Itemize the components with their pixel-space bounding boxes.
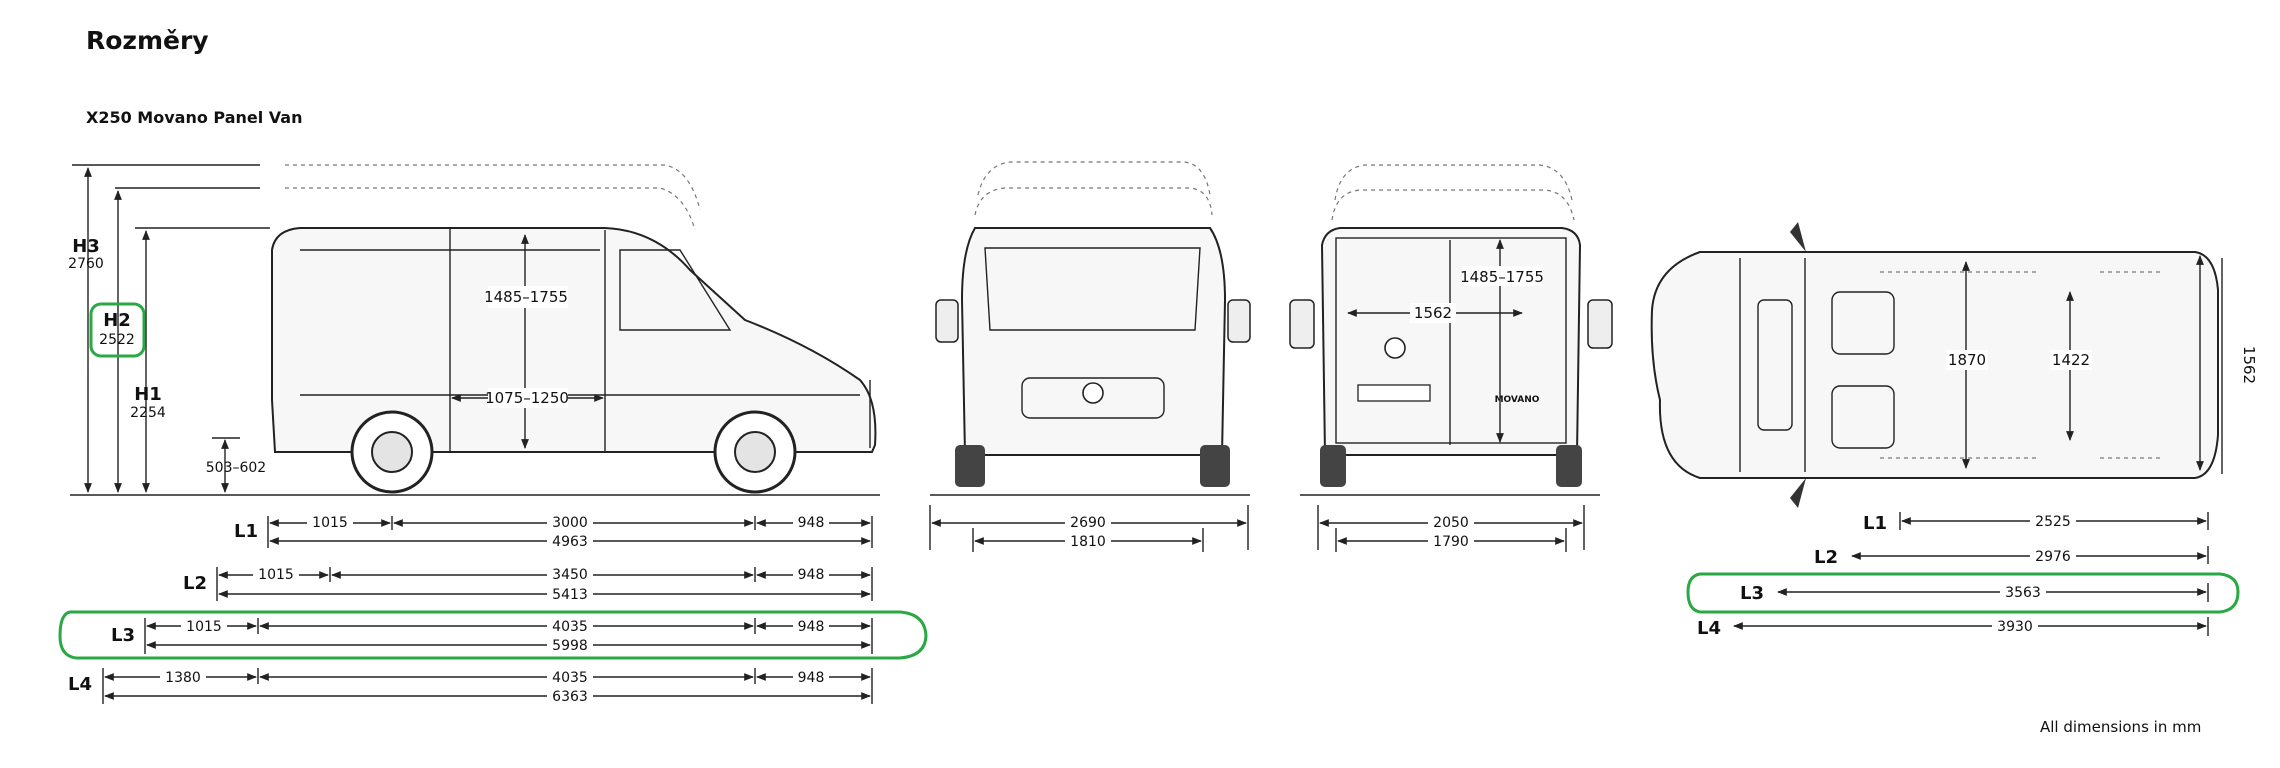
rear-door-height: 1485–1755 (1460, 268, 1544, 286)
top-length-row-l4: L4 3930 (1697, 616, 2209, 639)
svg-text:948: 948 (798, 567, 825, 583)
svg-text:1015: 1015 (186, 619, 222, 635)
svg-text:2976: 2976 (2035, 549, 2071, 565)
front-view: 2690 1810 (929, 161, 1251, 552)
page-subtitle: X250 Movano Panel Van (86, 108, 303, 127)
rear-width-bottom: 1790 (1433, 534, 1469, 550)
van-side-body (271, 227, 877, 453)
svg-text:1380: 1380 (165, 670, 201, 686)
length-row-l3: L3 1015 4035 948 5998 (58, 610, 928, 660)
rear-badge: MOVANO (1495, 395, 1540, 405)
svg-text:L3: L3 (1740, 583, 1764, 604)
svg-text:4035: 4035 (552, 619, 588, 635)
svg-text:L4: L4 (68, 674, 92, 695)
svg-text:L3: L3 (111, 625, 135, 646)
svg-text:L1: L1 (234, 521, 258, 542)
rear-width-top: 2050 (1433, 515, 1469, 531)
svg-text:1015: 1015 (258, 567, 294, 583)
svg-text:3450: 3450 (552, 567, 588, 583)
height-label-h2: H2 (103, 310, 131, 331)
ground-clearance: 503–602 (206, 460, 266, 476)
height-label-h1: H1 (134, 384, 162, 405)
svg-text:1015: 1015 (312, 515, 348, 531)
top-cargo-width: 1870 (1948, 351, 1986, 369)
rear-view: MOVANO 1485–1755 1562 2050 1790 (1289, 164, 1613, 552)
svg-text:3563: 3563 (2005, 585, 2041, 601)
front-width-top: 2690 (1070, 515, 1106, 531)
length-row-l4: L4 1380 4035 948 6363 (68, 667, 873, 705)
svg-text:948: 948 (798, 670, 825, 686)
svg-text:4963: 4963 (552, 534, 588, 550)
page-title: Rozměry (86, 26, 209, 55)
front-width-bottom: 1810 (1070, 534, 1106, 550)
top-view: 1870 1422 1562 L1 2525 L2 2976 L3 3563 L… (1650, 222, 2258, 639)
svg-text:948: 948 (798, 619, 825, 635)
side-view: H3 2760 H2 2522 H1 2254 503–602 1485–175… (58, 164, 928, 705)
top-length-row-l2: L2 2976 (1814, 546, 2209, 568)
cargo-height: 1485–1755 (484, 288, 568, 306)
height-value-h3: 2760 (68, 256, 104, 272)
top-length-row-l3: L3 3563 (1686, 572, 2240, 614)
height-value-h1: 2254 (130, 405, 166, 421)
svg-text:4035: 4035 (552, 670, 588, 686)
top-width-between-arches: 1422 (2052, 351, 2090, 369)
dimensions-note: All dimensions in mm (2040, 718, 2202, 736)
h2-highlight (89, 302, 146, 358)
height-value-h2: 2522 (99, 332, 135, 348)
length-row-l1: L1 1015 3000 948 4963 (234, 512, 873, 550)
svg-text:5413: 5413 (552, 587, 588, 603)
svg-text:948: 948 (798, 515, 825, 531)
van-rear-body (1320, 227, 1582, 456)
svg-text:3930: 3930 (1997, 619, 2033, 635)
rear-door-width: 1562 (1414, 304, 1452, 322)
l3-highlight (58, 610, 928, 660)
svg-text:L2: L2 (183, 573, 207, 594)
van-top-body (1650, 251, 2219, 479)
svg-text:6363: 6363 (552, 689, 588, 705)
van-front-body (960, 227, 1227, 456)
top-overall-width: 1562 (2240, 346, 2258, 384)
side-door-width: 1075–1250 (485, 389, 569, 407)
svg-text:L4: L4 (1697, 618, 1721, 639)
top-l3-highlight (1686, 572, 2240, 614)
svg-text:3000: 3000 (552, 515, 588, 531)
length-row-l2: L2 1015 3450 948 5413 (183, 564, 873, 603)
svg-text:5998: 5998 (552, 638, 588, 654)
svg-text:L1: L1 (1863, 513, 1887, 534)
height-label-h3: H3 (72, 236, 100, 257)
top-length-row-l1: L1 2525 (1863, 511, 2209, 534)
svg-text:2525: 2525 (2035, 514, 2071, 530)
svg-text:L2: L2 (1814, 547, 1838, 568)
